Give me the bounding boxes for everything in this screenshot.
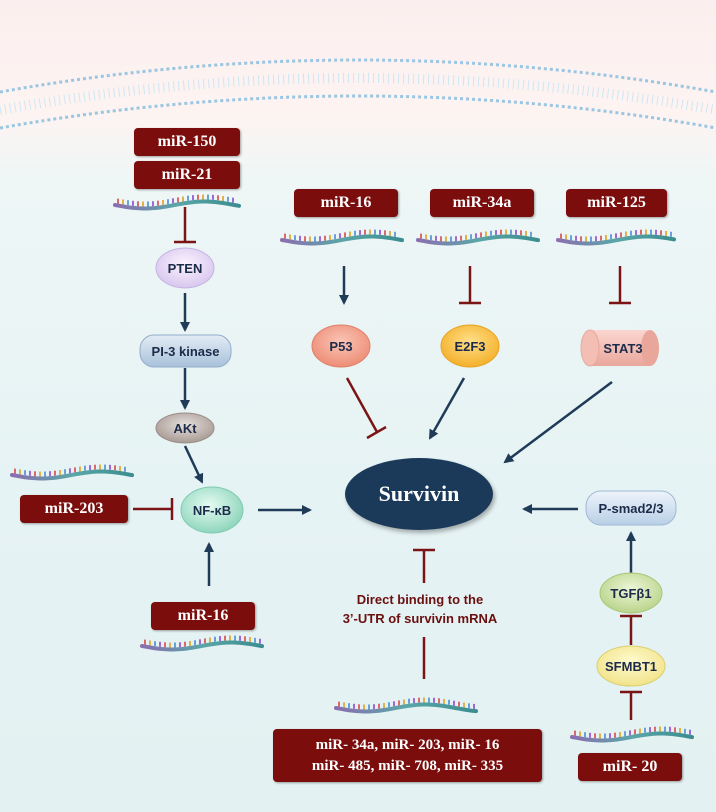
arrow-akt-nfkb [183, 445, 204, 484]
mir21-box: miR-21 [134, 161, 240, 189]
e2f3-shape [440, 324, 500, 368]
mir125-box: miR-125 [566, 189, 667, 217]
mrna-strand-mir125 [556, 229, 676, 246]
sfmbt1-shape [596, 645, 666, 687]
arrow-stat3-survivin [503, 380, 613, 464]
mrna-strand-mir203 [10, 464, 134, 481]
e2f3-label: E2F3 [454, 338, 486, 354]
nfkb-shape [180, 486, 244, 534]
nfkb-label: NF-κB [192, 502, 232, 518]
arrow-e2f3-survivin [428, 377, 466, 440]
mrna-strand-mir20 [570, 726, 694, 743]
survivin-targeting-mirnas-box: miR- 34a, miR- 203, miR- 16 miR- 485, mi… [273, 729, 542, 782]
mrna-strand-mir16-left [140, 635, 264, 652]
psmad-label: P-smad2/3 [598, 500, 664, 516]
mirnas-line1: miR- 34a, miR- 203, miR- 16 [315, 736, 500, 753]
tgfb1-shape [599, 572, 663, 614]
mir203-box: miR-203 [20, 495, 128, 523]
pi3k-shape [139, 334, 232, 368]
mrna-strands [10, 194, 694, 743]
direct-binding-note: Direct binding to the 3’-UTR of survivin… [320, 590, 520, 628]
akt-label: AKt [173, 420, 197, 436]
mir16-top-box: miR-16 [294, 189, 398, 217]
pten-shape [155, 247, 215, 289]
inhibit-p53-survivin [345, 377, 379, 433]
pten-label: PTEN [167, 260, 203, 276]
pi3k-label: PI-3 kinase [151, 343, 220, 359]
mir150-box: miR-150 [134, 128, 240, 156]
activation-arrows [180, 266, 636, 586]
akt-shape [155, 412, 215, 444]
mrna-strand-mir21 [113, 194, 241, 211]
mirnas-line2: miR- 485, miR- 708, miR- 335 [311, 757, 504, 774]
mir20-box: miR- 20 [578, 753, 682, 781]
psmad-shape [585, 490, 677, 526]
direct-binding-line1: Direct binding to the [356, 592, 484, 607]
survivin-node: Survivin [345, 458, 493, 530]
mir34a-box: miR-34a [430, 189, 534, 217]
mrna-strand-mir34a [416, 229, 540, 246]
mrna-strand-mir16-top [280, 229, 404, 246]
p53-shape [311, 324, 371, 368]
tgfb1-label: TGFβ1 [610, 585, 652, 601]
inhibition-lines [133, 207, 642, 720]
stat3-shape [580, 329, 659, 367]
mir16-left-box: miR-16 [151, 602, 255, 630]
p53-label: P53 [329, 338, 353, 354]
stat3-label: STAT3 [603, 340, 643, 356]
direct-binding-line2: 3’-UTR of survivin mRNA [342, 611, 498, 626]
mrna-strand-survivin [334, 697, 478, 714]
node-shapes [139, 247, 677, 687]
sfmbt1-label: SFMBT1 [605, 658, 657, 674]
cell-membrane [0, 58, 716, 130]
